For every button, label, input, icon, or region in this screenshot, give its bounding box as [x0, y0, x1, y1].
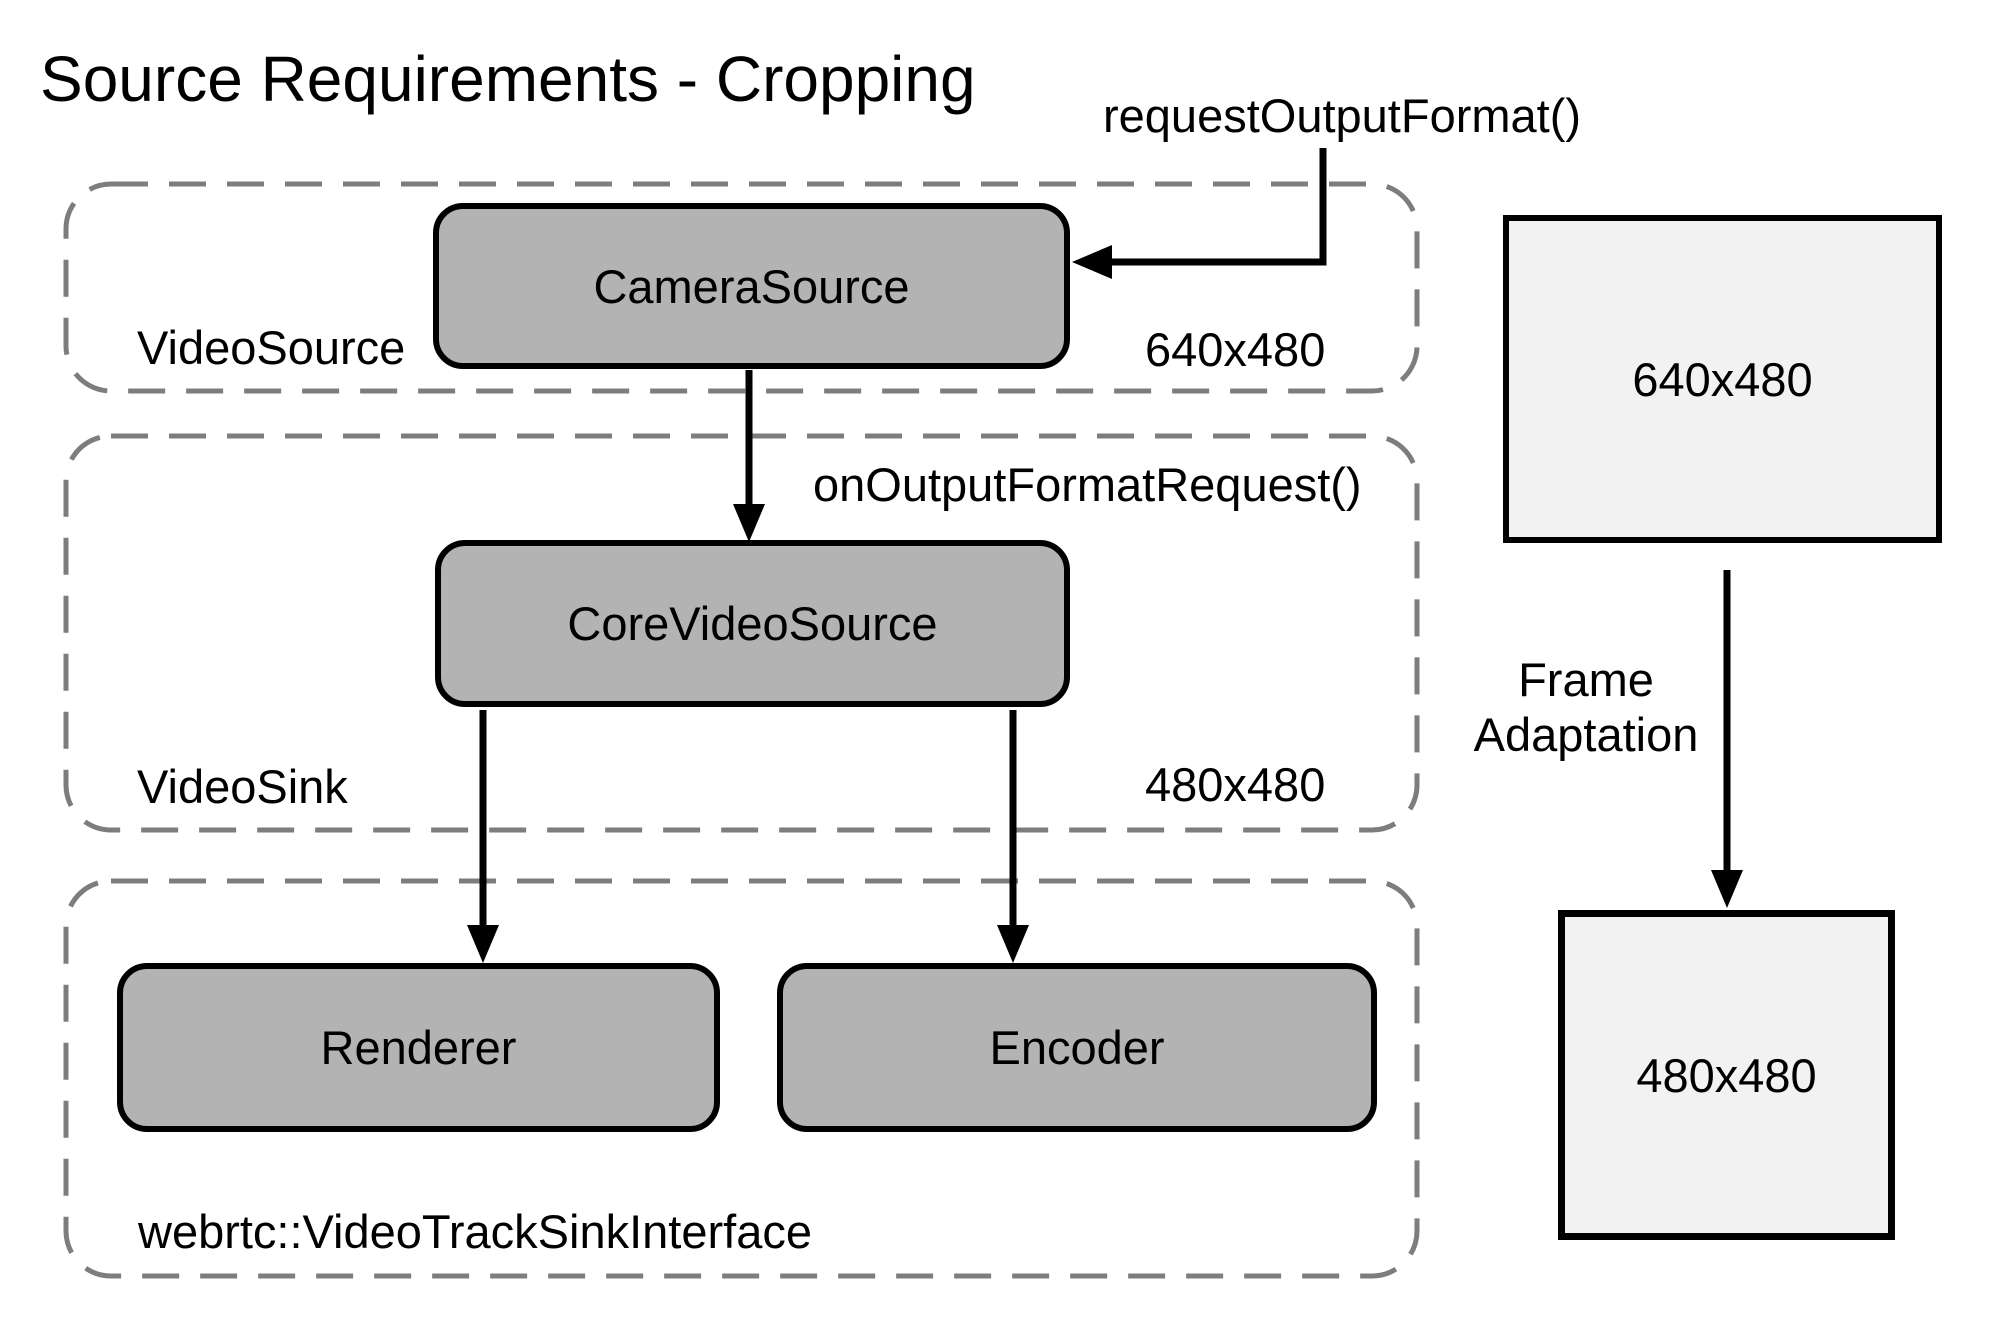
camera-to-core-arrowhead: [733, 504, 765, 542]
request-output-format-label: requestOutputFormat(): [1103, 89, 1582, 142]
request-output-format-arrow: [1110, 148, 1327, 266]
page-title: Source Requirements - Cropping: [40, 43, 976, 115]
renderer-node: Renderer: [117, 963, 720, 1132]
videosink-resolution-label: 480x480: [1145, 758, 1326, 811]
frame-640x480-label: 640x480: [1632, 352, 1813, 406]
videosink-group-box: [63, 433, 1420, 833]
frame-adaptation-label-line1: Frame: [1518, 653, 1654, 706]
on-output-format-request-label: onOutputFormatRequest(): [813, 458, 1362, 511]
core-video-source-node-label: CoreVideoSource: [567, 597, 938, 650]
core-to-encoder-arrowhead: [997, 925, 1029, 963]
frame-480x480-label: 480x480: [1636, 1048, 1817, 1102]
frame-640x480: 640x480: [1503, 215, 1942, 543]
videosink-group-label: VideoSink: [137, 760, 348, 813]
encoder-node-label: Encoder: [989, 1021, 1165, 1074]
camera-source-node: CameraSource: [433, 203, 1070, 369]
frame-adaptation-label: Frame Adaptation: [1386, 652, 1786, 762]
core-to-renderer-arrowhead: [467, 925, 499, 963]
videosource-group-box: [63, 181, 1420, 394]
videosource-group-label: VideoSource: [137, 321, 406, 374]
request-output-format-arrowhead: [1072, 245, 1112, 279]
renderer-node-label: Renderer: [320, 1021, 517, 1074]
videosource-resolution-label: 640x480: [1145, 323, 1326, 376]
frame-adaptation-arrowhead: [1711, 870, 1743, 908]
webrtc-sink-interface-label: webrtc::VideoTrackSinkInterface: [138, 1205, 812, 1258]
camera-source-node-label: CameraSource: [593, 259, 910, 313]
frame-480x480: 480x480: [1558, 910, 1895, 1240]
frame-adaptation-label-line2: Adaptation: [1473, 708, 1699, 761]
core-video-source-node: CoreVideoSource: [435, 540, 1070, 707]
encoder-node: Encoder: [777, 963, 1377, 1132]
webrtc-sink-group-box: [63, 878, 1420, 1279]
